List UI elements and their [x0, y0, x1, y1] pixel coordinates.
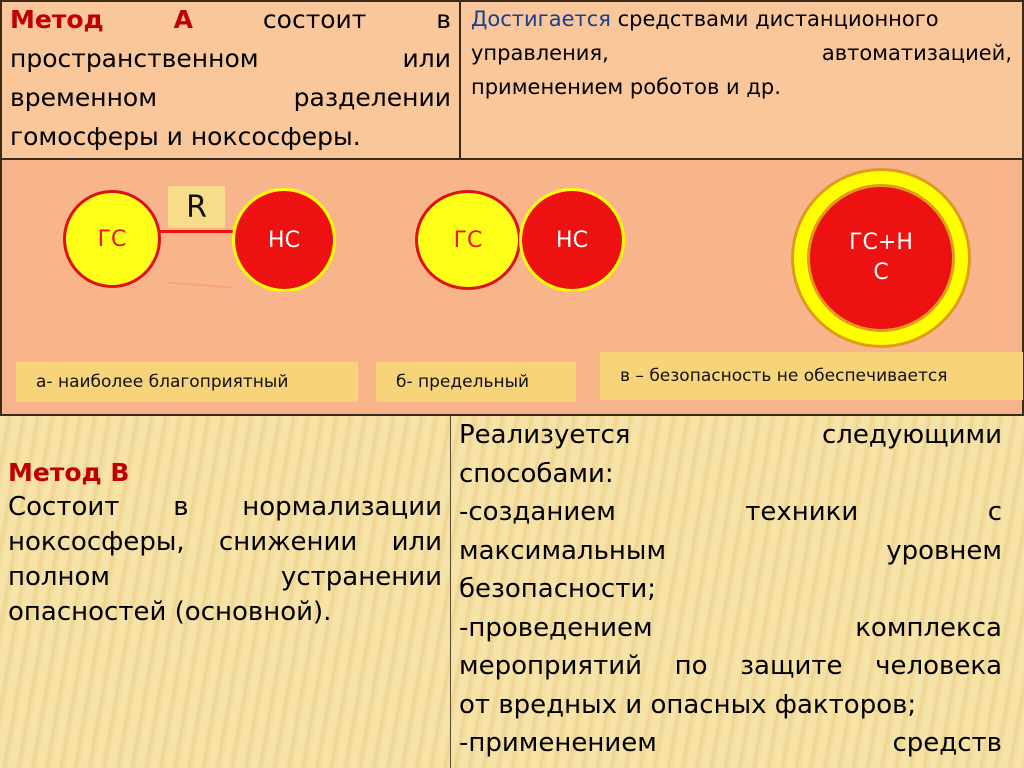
ways-line-7: мероприятий по защите человека [459, 651, 1002, 681]
circle-b-gc: ГС [415, 190, 521, 290]
ways-line-2: способами: [459, 458, 614, 489]
label-b: б- предельный [376, 362, 576, 402]
circle-b-nc: НС [519, 188, 625, 292]
label-a: а- наиболее благоприятный [16, 362, 358, 402]
method-b-line-4: опасностей (основной). [8, 597, 332, 627]
means-line-2: управления, автоматизацией, [471, 41, 1012, 65]
label-c: в – безопасность не обеспечивается [600, 352, 1023, 400]
method-b-line-2: ноксосферы, снижении или [8, 527, 442, 557]
ways-line-3: -созданием техники с [459, 497, 1002, 527]
ways-line-4: максимальным уровнем [459, 535, 1002, 566]
method-a-text: Метод А состоит в пространственном или в… [10, 0, 451, 156]
method-b-cell: Метод В Состоит в нормализации ноксосфер… [0, 416, 451, 768]
method-b-line-1: Состоит в нормализации [8, 492, 442, 522]
means-line-3: применением роботов и др. [471, 75, 781, 99]
method-a-line1-rest: состоит в [262, 5, 452, 34]
ways-line-1: Реализуется следующими [459, 420, 1002, 450]
method-a-line-4: гомосферы и ноксосферы. [10, 122, 361, 151]
circle-c-inner: ГС+Н С [807, 184, 955, 332]
method-a-title-word1: Метод [10, 5, 104, 34]
method-a-line-2: пространственном или [10, 44, 451, 73]
method-a-means-text: Достигается средствами дистанционного уп… [471, 2, 1012, 104]
means-line1-rest: средствами дистанционного [617, 7, 939, 31]
ways-line-9: -применением средств [459, 728, 1002, 758]
method-a-line-1: Метод А состоит в [10, 0, 451, 39]
ways-line-5: безопасности; [459, 574, 656, 604]
means-line-1: Достигается средствами дистанционного [471, 2, 1012, 36]
circle-a-gc: ГС [63, 190, 161, 288]
method-b-title: Метод В [8, 458, 130, 487]
method-b-ways-text: Реализуется следующими способами: -созда… [459, 416, 1002, 763]
ways-line-6: -проведением комплекса [459, 612, 1002, 643]
circle-a-nc: НС [232, 188, 336, 292]
method-a-line-3: временном разделении [10, 83, 451, 112]
method-a-cell: Метод А состоит в пространственном или в… [0, 0, 461, 160]
method-b-ways-cell: Реализуется следующими способами: -созда… [451, 416, 1024, 768]
method-b-line-3: полном устранении [8, 562, 442, 592]
method-b-text: Состоит в нормализации ноксосферы, сниже… [8, 490, 442, 630]
means-highlight: Достигается [471, 7, 611, 31]
circle-c-line-2: С [873, 260, 889, 285]
method-a-means-cell: Достигается средствами дистанционного уп… [461, 0, 1024, 160]
circle-c-line-1: ГС+Н [849, 230, 913, 255]
r-label: R [168, 186, 225, 228]
method-a-title-word2: А [173, 5, 193, 34]
distance-line [160, 230, 238, 233]
ways-line-8: от вредных и опасных факторов; [459, 689, 917, 720]
